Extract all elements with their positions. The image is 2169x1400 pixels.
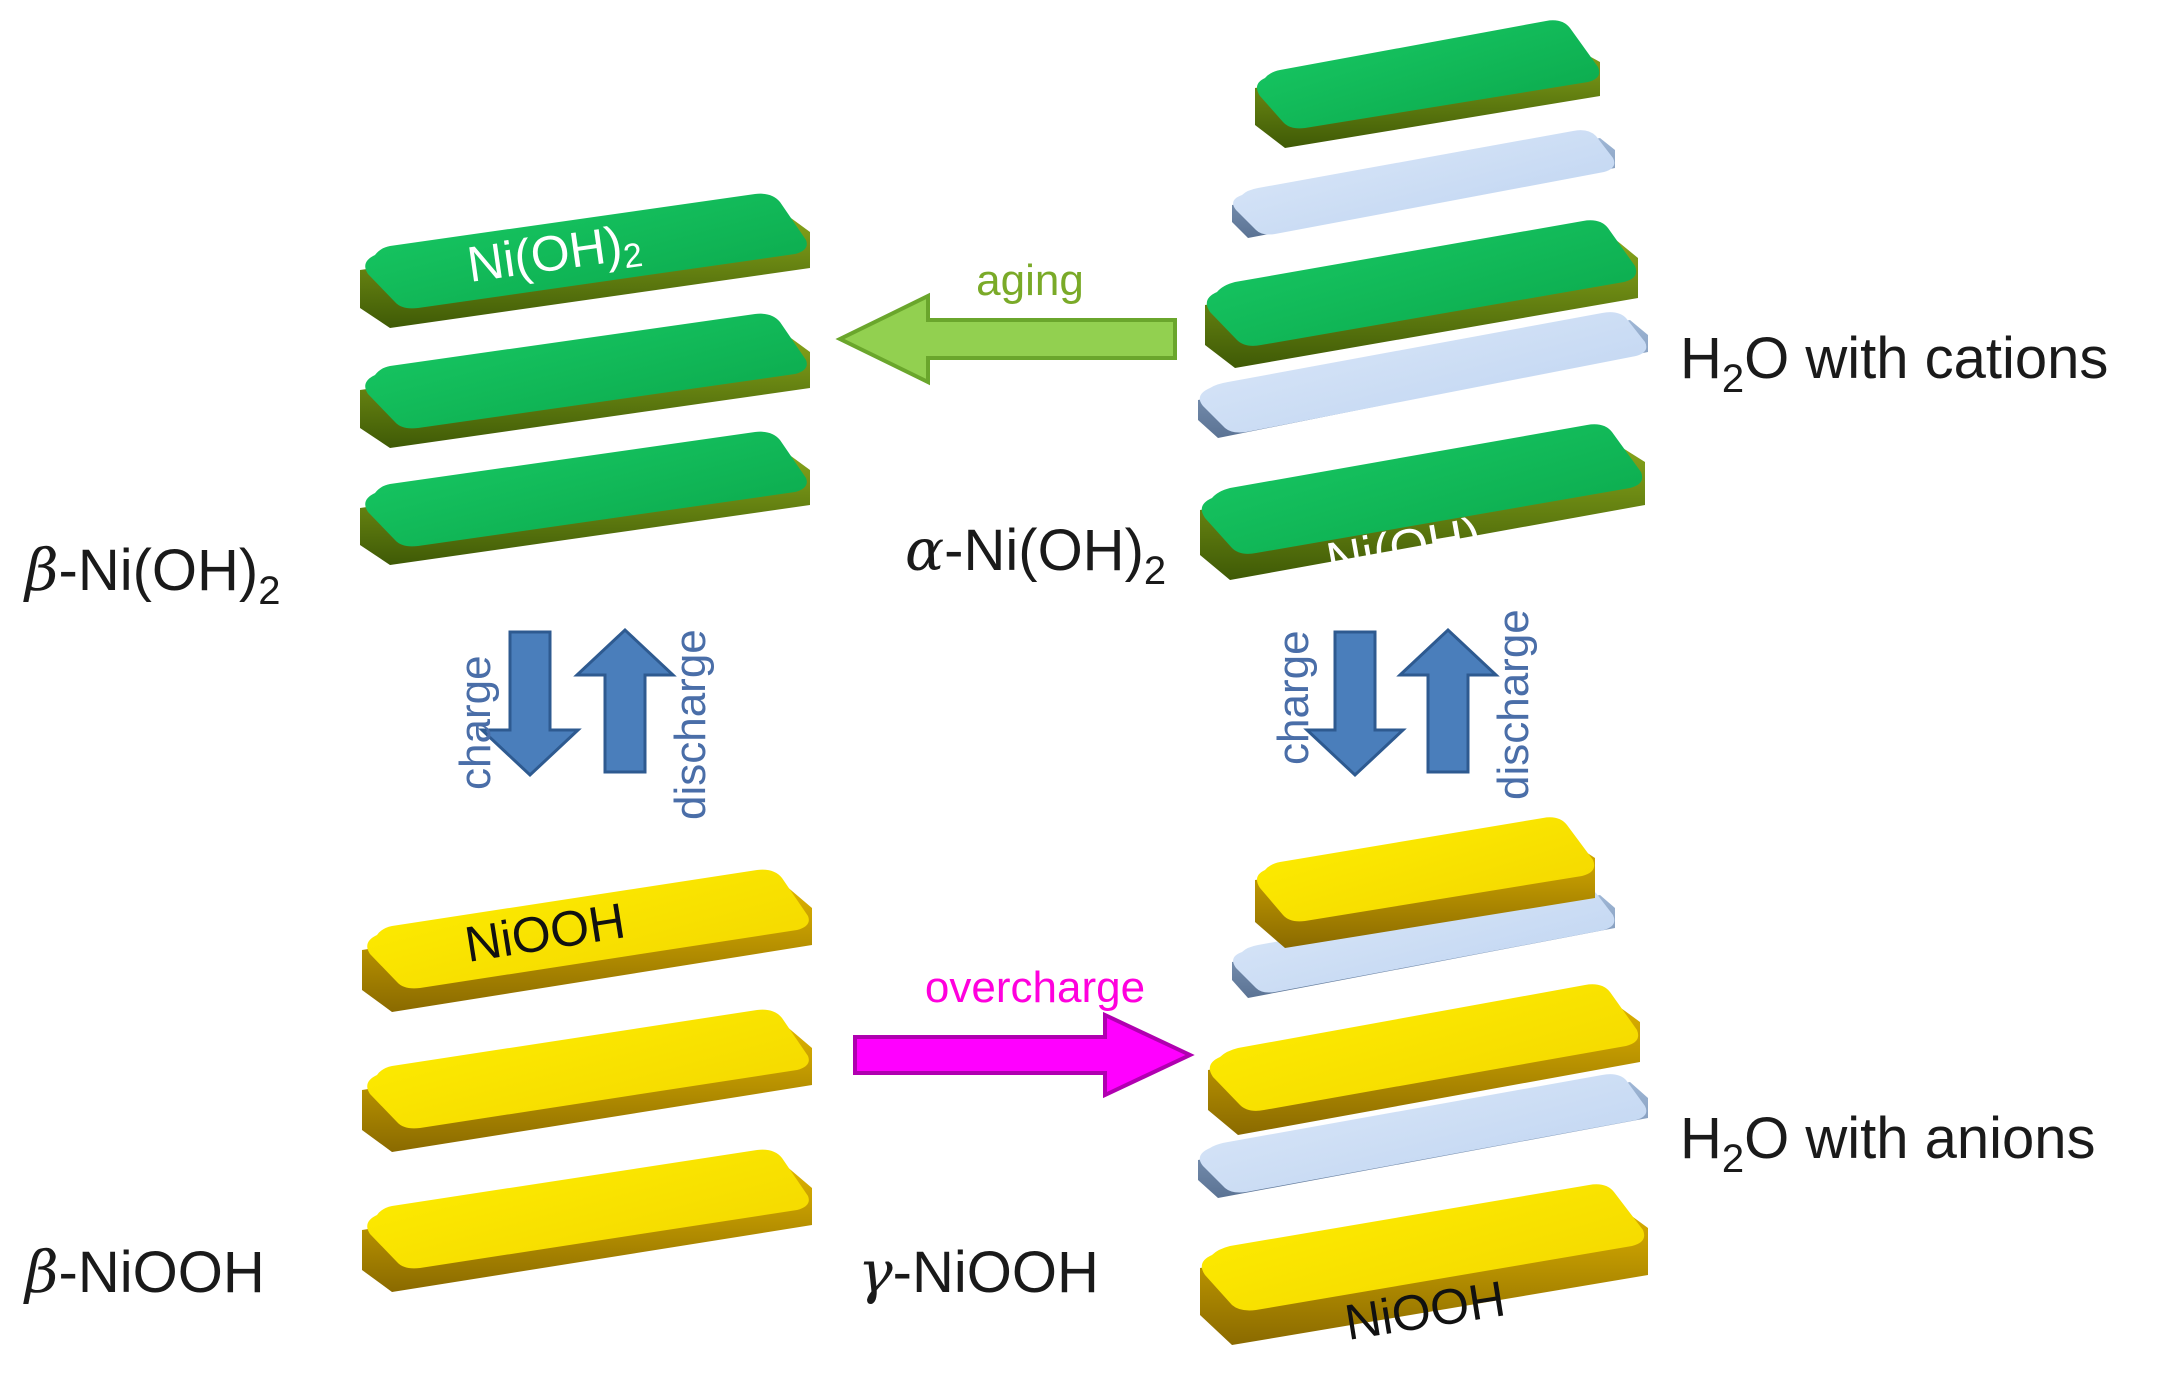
left-charge-label: charge <box>451 655 500 790</box>
aging-label: aging <box>976 256 1084 305</box>
aging-arrow <box>835 292 1177 386</box>
overcharge-label: overcharge <box>925 963 1145 1012</box>
yellow-plate-labeled: NiOOH <box>1200 1184 1648 1351</box>
water-plate <box>1198 312 1648 438</box>
right-charge-arrow <box>1303 630 1407 778</box>
water-plate <box>1232 130 1615 238</box>
green-plate-labeled: Ni(OH)2 <box>360 193 810 328</box>
beta-nioh2-label: β-Ni(OH)2 <box>23 536 281 613</box>
yellow-plate-labeled: NiOOH <box>362 869 812 1012</box>
yellow-plate <box>1208 984 1640 1135</box>
right-charge-label: charge <box>1269 630 1318 765</box>
water-plate <box>1232 887 1615 998</box>
h2o-with-cations-label: H2O with cations <box>1680 326 2108 401</box>
green-plate <box>360 313 810 448</box>
alpha-nioh2-stack: Ni(OH)2 <box>1198 20 1648 589</box>
green-plate <box>1205 220 1638 368</box>
yellow-plate <box>362 1009 812 1152</box>
right-discharge-label: discharge <box>1489 609 1538 800</box>
yellow-plate <box>1255 817 1595 948</box>
water-plate <box>1198 1074 1648 1198</box>
beta-niooh-label: β-NiOOH <box>23 1238 265 1306</box>
gamma-niooh-label: γ-NiOOH <box>858 1238 1099 1306</box>
alpha-nioh2-label: α-Ni(OH)2 <box>905 516 1166 593</box>
green-plate <box>360 431 810 565</box>
yellow-plate <box>362 1149 812 1292</box>
left-discharge-arrow <box>573 627 677 774</box>
right-discharge-arrow <box>1396 627 1500 774</box>
left-discharge-label: discharge <box>666 629 715 820</box>
beta-nioh2-stack: Ni(OH)2 <box>360 193 810 565</box>
overcharge-arrow <box>853 1011 1195 1099</box>
left-charge-arrow <box>478 630 582 778</box>
gamma-niooh-stack: NiOOH <box>1198 817 1648 1351</box>
h2o-with-anions-label: H2O with anions <box>1680 1106 2096 1181</box>
beta-niooh-stack: NiOOH <box>362 869 812 1292</box>
green-plate <box>1255 20 1600 148</box>
green-plate-labeled: Ni(OH)2 <box>1200 424 1645 589</box>
